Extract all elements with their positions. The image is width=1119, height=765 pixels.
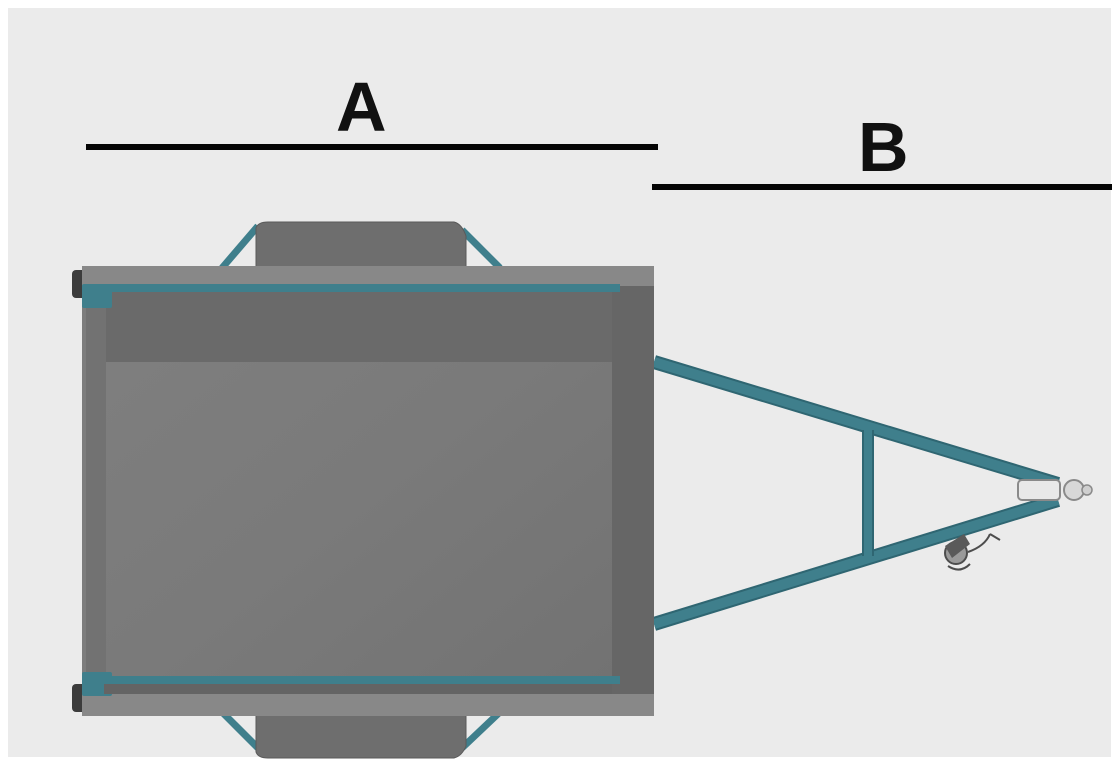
tongue-frame [651,355,1061,631]
fender-struts-bottom [219,709,503,751]
dimension-label-b: B [858,108,909,186]
hitch-coupler [1017,479,1093,501]
fender-top [255,221,467,269]
dimension-line-a [86,144,658,150]
trailer-bed [72,266,654,716]
dimension-label-a: A [336,68,387,146]
dimension-line-b [652,184,1112,190]
jack-assembly [944,533,1001,571]
fender-bottom [255,711,467,759]
fender-struts-top [219,223,503,271]
